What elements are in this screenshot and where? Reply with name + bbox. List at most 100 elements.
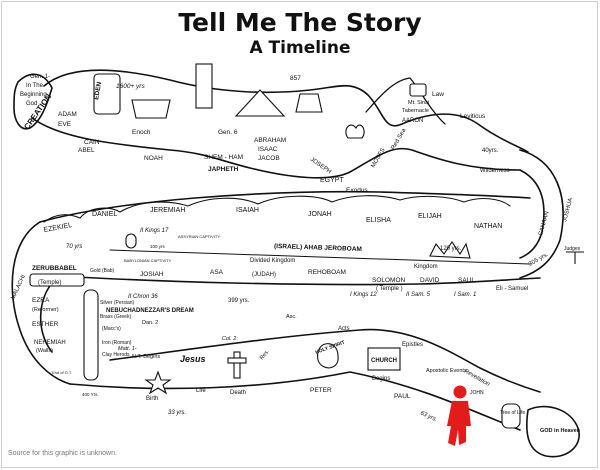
label-paul: PAUL [394,393,411,400]
label-silver-persian: Silver (Persian) [100,300,135,306]
label-egypt: EGYPT [320,177,344,184]
label-jesus: Jesus [180,354,206,364]
label-1600-yrs: 1600+ yrs [116,83,145,90]
page-subtitle: A Timeline [249,38,351,58]
label-nehemiah: NEHEMIAH [34,340,66,346]
label-leviticus: Leviticus [460,113,486,120]
label-asa: ASA [210,269,224,276]
label-begins: Begins [372,376,390,382]
label-jeremiah: JEREMIAH [150,207,185,214]
label-eden: EDEN [93,81,103,100]
timeline-band-left-curve [11,221,71,385]
timeline-band-bottom-upper-edge [109,328,541,393]
label-maccs: (Macc's) [102,326,121,332]
burning-bush-icon [345,124,365,139]
label-judges: Judges [564,246,581,252]
label-tabernacle: Tabernacle [402,108,429,114]
label-400-yrs: 400 Yrs. [82,392,99,397]
label-assyrian-captivity: ASSYRIAN CAPTIVITY [178,234,220,239]
holy-spirit-flame-icon [317,343,339,369]
label-in-the: In The [26,83,44,89]
label-noah: NOAH [144,155,163,162]
label-305-yrs: 305 yrs. [528,252,550,268]
label-red-sea: Red Sea [391,127,408,151]
timeline-band-middle-lower-edge [59,275,541,286]
tower-of-babel-icon [195,63,213,109]
mt-sinai-mountain [365,77,446,125]
label-abraham: ABRAHAM [254,137,286,144]
page-title: Tell Me The Story [178,8,422,37]
label-399-yrs: 399 yrs. [228,298,250,304]
label-john: JOHN [470,390,484,396]
label-857: 857 [290,75,301,82]
eden-gate-icon [93,73,121,115]
timeline-band-top-lower-edge [31,117,521,179]
heaven-shell [526,405,580,458]
label-ii-chron-36: II Chron 36 [128,294,158,300]
label-nebuchadnezzar: NEBUCHADNEZZAR'S DREAM [106,308,194,314]
label-esther: ESTHER [32,321,59,328]
label-nathan: NATHAN [474,223,502,230]
creation-scroll [13,73,53,130]
label-solomon: SOLOMON [372,277,406,284]
tree-of-life-icon [501,403,521,429]
label-asc: Asc. [286,314,297,320]
label-i-kings-12: I Kings 12 [350,292,377,298]
label-120-yrs: 120 yrs. [440,246,462,252]
timeline-band-right-inner [519,169,545,259]
label-col2: Col. 2: [222,336,238,342]
label-josiah: JOSIAH [140,271,164,278]
label-res: Res. [259,348,271,361]
label-ezra: EZRA [32,297,50,304]
ark-icon [131,99,171,119]
red-person-figure-icon [447,385,471,446]
label-canaan: CANAAN [538,211,550,237]
label-israel-ahab-jeroboam: (ISRAEL) AHAB JEROBOAM [274,243,362,253]
label-death: Death [230,390,246,396]
label-100-yrs: 100 yrs [150,244,166,249]
label-mt-sinai: Mt. Sinai [408,100,429,106]
prophets-cloud-ridge [43,195,511,223]
label-god: God [26,101,37,107]
label-eli-samuel: Eli - Samuel [496,286,528,292]
timeline-divider-line [109,249,531,265]
label-wilderness: Wilderness [480,168,510,174]
label-eve: EVE [58,121,72,128]
label-ii-sam-5: II Sam. 5 [406,292,431,298]
label-law: Law [432,91,444,98]
label-elisha: ELISHA [366,217,391,224]
chains-icon [125,233,137,249]
label-elijah: ELIJAH [418,213,442,220]
label-jacob: JACOB [258,155,280,162]
label-clay-herods: Clay Herods [102,352,130,358]
cross-bar-icon [227,357,247,364]
label-nt-begins: N.T. Begins [132,354,160,360]
label-joshua: JOSHUA [562,197,574,222]
label-40-yrs: 40yrs. [482,148,499,154]
label-33-yrs: 33 yrs. [168,410,186,416]
label-reformer: (Reformer) [32,307,59,313]
label-acts: Acts [338,326,350,332]
coat-of-many-colors-icon [295,93,323,113]
label-isaac: ISAAC [258,146,278,153]
label-isaiah: ISAIAH [236,207,259,214]
tent-icon [234,89,286,117]
label-exodus: Exodus [346,187,368,194]
label-divided-kingdom: Divided Kingdom [250,258,295,264]
label-i-sam-1: I Sam. 1 [454,292,476,298]
scales-icon [566,251,584,264]
timeline-band-right-curve [519,149,564,279]
label-church: CHURCH [371,358,397,364]
label-gen1: Gen. 1- [30,74,50,80]
label-aaron: AARON [402,118,423,124]
label-judah: (JUDAH) [252,272,276,278]
star-of-bethlehem-icon [144,370,172,395]
label-babylonian-captivity: BABYLONIAN CAPTIVITY [124,258,172,263]
label-shem-ham: SHEM - HAM [204,154,243,161]
label-gen6: Gen. 6 [218,129,238,136]
label-enoch: Enoch [132,129,151,136]
label-temple-solomon: ( Temple ) [376,286,403,292]
label-adam: ADAM [58,111,77,118]
